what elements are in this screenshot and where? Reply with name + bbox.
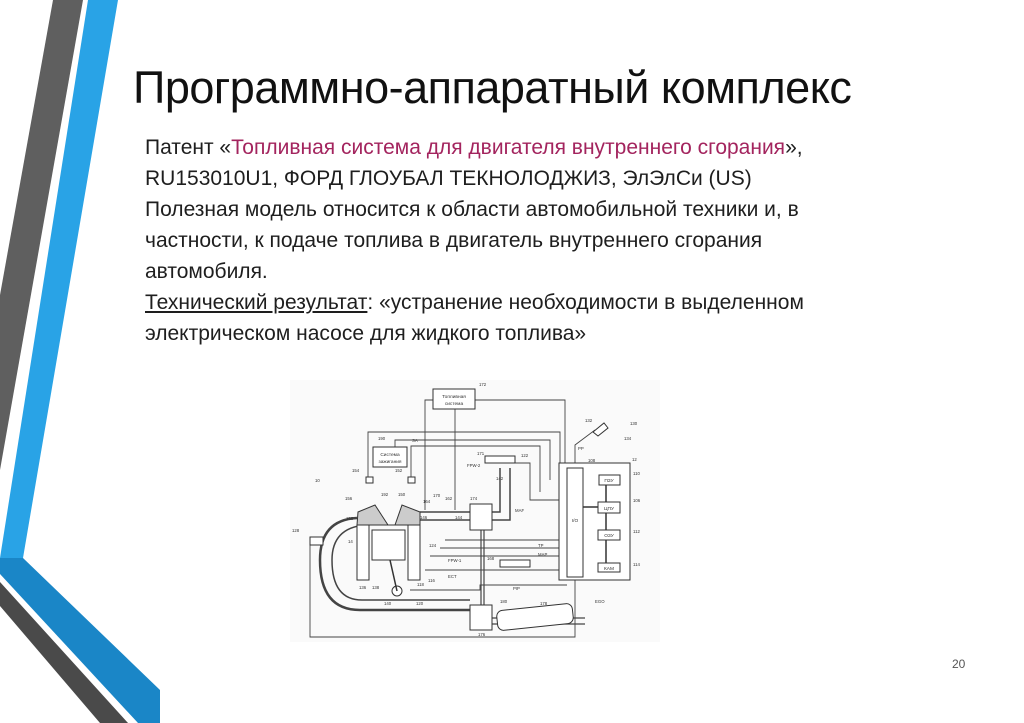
- box-174: [469, 503, 493, 531]
- cpu-label: ЦПУ: [604, 506, 615, 512]
- fuel-system-label-1: Топливная: [442, 394, 466, 400]
- patent-prefix: Патент «: [145, 136, 232, 159]
- pedal-icon: [592, 422, 609, 437]
- patent-diagram: Топливная система Система зажигания ПЗУ …: [290, 380, 660, 642]
- signal-fpw1: FPW-1: [448, 558, 462, 563]
- ref-10: 10: [315, 478, 320, 483]
- rom-label: ПЗУ: [604, 478, 614, 484]
- ref-144: 144: [455, 515, 463, 520]
- ignition-system-box: [372, 446, 408, 468]
- ref-146: 146: [420, 515, 428, 520]
- ref-124: 124: [429, 543, 437, 548]
- engine-block-right: [407, 524, 421, 581]
- fuel-system-label-2: система: [445, 402, 464, 407]
- ref-176: 176: [478, 632, 486, 637]
- signal-map: MAP: [538, 552, 547, 557]
- ref-150: 150: [398, 492, 406, 497]
- ref-152: 152: [395, 468, 403, 473]
- slide-body: Патент «Топливная система для двигателя …: [145, 132, 804, 349]
- patent-line: Патент «Топливная система для двигателя …: [145, 132, 804, 163]
- ref-134: 134: [624, 436, 632, 441]
- engine-block-left: [356, 524, 370, 581]
- result-text: : «устранение необходимости в выделенном: [367, 291, 804, 314]
- io-label: I/O: [572, 518, 579, 524]
- ref-118: 118: [417, 582, 424, 587]
- slide-title: Программно-аппаратный комплекс: [133, 62, 852, 113]
- box-168: [499, 559, 531, 568]
- ref-138: 138: [372, 585, 380, 590]
- description-line-3: автомобиля.: [145, 260, 268, 283]
- cylinder-head: [356, 504, 421, 526]
- signal-maf: MAF: [515, 508, 524, 513]
- description-line-2: частности, к подаче топлива в двигатель …: [145, 229, 763, 252]
- ref-170: 170: [433, 493, 441, 498]
- description-line-1: Полезная модель относится к области авто…: [145, 198, 799, 221]
- ignition-label-2: зажигания: [379, 460, 402, 465]
- ref-12: 12: [632, 457, 637, 462]
- patent-suffix: »,: [785, 136, 803, 159]
- ref-112: 112: [633, 529, 640, 534]
- ref-106: 106: [633, 498, 641, 503]
- io-box: [566, 467, 584, 578]
- ref-136: 136: [359, 585, 367, 590]
- result-line-2: электрическом насосе для жидкого топлива…: [145, 322, 587, 345]
- gray-stripe-vertical: [0, 0, 83, 470]
- box-128: [309, 536, 324, 546]
- ram-box: [597, 529, 621, 541]
- box-154: [365, 476, 374, 484]
- ref-158: 158: [346, 516, 354, 521]
- kam-box: [597, 562, 621, 573]
- ignition-label-1: Система: [380, 452, 400, 458]
- ref-142: 142: [496, 476, 504, 481]
- ref-14: 14: [348, 539, 353, 544]
- ref-110: 110: [633, 471, 640, 476]
- box-176: [469, 604, 493, 631]
- ref-178: 178: [540, 601, 548, 606]
- ram-label: ОЗУ: [604, 533, 615, 539]
- ref-140: 140: [384, 601, 392, 606]
- kam-label: КАМ: [604, 566, 614, 572]
- ref-168: 168: [487, 556, 495, 561]
- signal-pip: PIP: [513, 586, 520, 591]
- ref-122: 122: [521, 453, 529, 458]
- signal-sa: SA: [412, 438, 418, 443]
- patent-number-line: RU153010U1, ФОРД ГЛОУБАЛ ТЕКНОЛОДЖИЗ, Эл…: [145, 167, 752, 190]
- ref-154: 154: [352, 468, 360, 473]
- signal-fpw2: FPW-2: [467, 463, 481, 468]
- blue-stripe-vertical: [0, 0, 118, 558]
- result-line: Технический результат: «устранение необх…: [145, 287, 804, 318]
- ref-174: 174: [470, 496, 478, 501]
- ref-172: 172: [479, 382, 487, 387]
- page-number: 20: [952, 657, 966, 671]
- ref-162: 162: [445, 496, 453, 501]
- box-171: [484, 455, 516, 464]
- ref-114: 114: [633, 562, 640, 567]
- ref-120: 120: [416, 601, 424, 606]
- ref-128: 128: [292, 528, 300, 533]
- blue-stripe-bottom: [0, 558, 160, 723]
- ref-132: 132: [585, 418, 593, 423]
- ref-190: 190: [378, 436, 386, 441]
- ref-180: 180: [500, 599, 508, 604]
- signal-ego: EGO: [595, 599, 605, 604]
- box-152: [407, 476, 416, 484]
- signal-pp: PP: [578, 446, 584, 451]
- piston: [371, 529, 406, 561]
- patent-title: Топливная система для двигателя внутренн…: [231, 136, 786, 159]
- ref-171: 171: [477, 451, 485, 456]
- ref-156: 156: [345, 496, 353, 501]
- ref-164: 164: [423, 499, 431, 504]
- signal-tp: TP: [538, 543, 544, 548]
- ref-108: 108: [588, 458, 596, 463]
- fuel-system-box: [432, 388, 476, 410]
- result-label: Технический результат: [145, 291, 368, 314]
- ref-192: 192: [381, 492, 389, 497]
- gray-stripe-bottom: [0, 582, 128, 723]
- rom-box: [598, 474, 621, 486]
- ref-130: 130: [630, 421, 638, 426]
- signal-ect: ECT: [448, 574, 457, 579]
- ref-116: 116: [428, 578, 435, 583]
- muffler: [496, 603, 574, 631]
